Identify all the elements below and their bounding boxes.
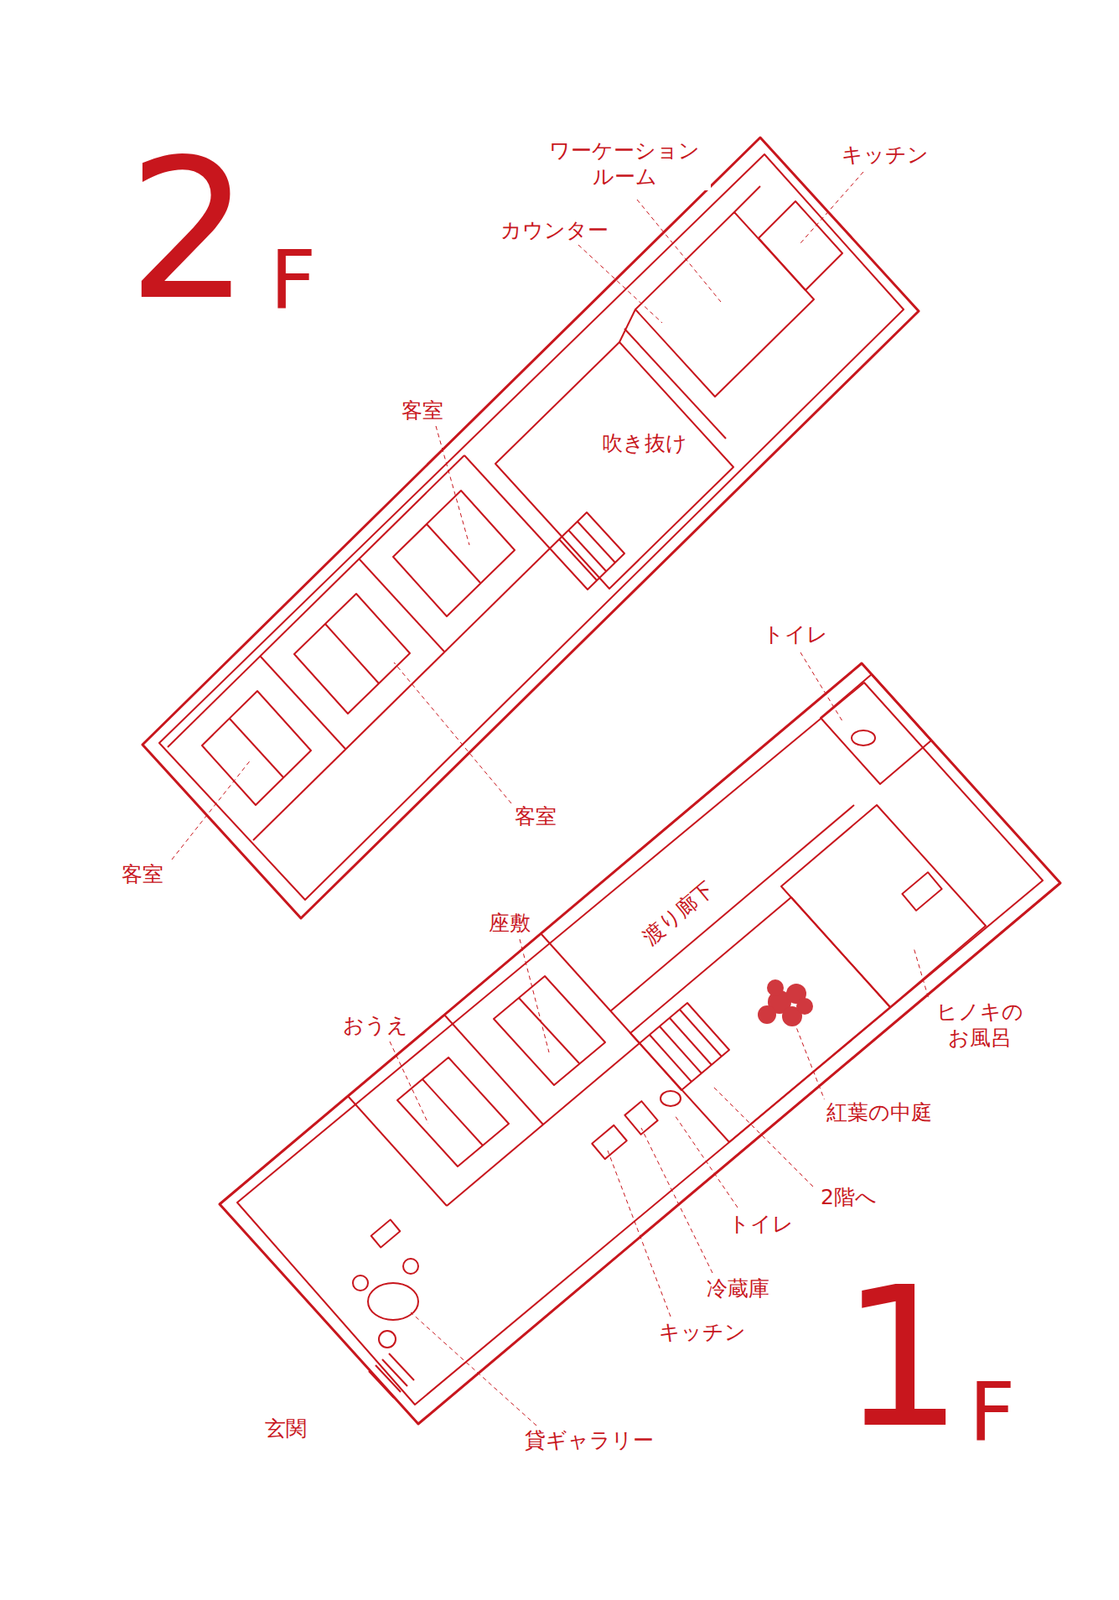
- room-label: 客室: [398, 397, 446, 424]
- room-label: 客室: [512, 802, 560, 829]
- room-label: ヒノキの お風呂: [928, 998, 1031, 1052]
- floor-unit: F: [968, 1372, 1016, 1453]
- room-label: キッチン: [656, 1318, 749, 1345]
- room-label: キッチン: [839, 141, 932, 168]
- room-label: おうえ: [340, 1011, 411, 1038]
- room-label: 座敷: [486, 909, 534, 936]
- floor-unit: F: [269, 240, 317, 322]
- room-label: 冷蔵庫: [704, 1274, 772, 1301]
- room-label: トイレ: [725, 1210, 797, 1237]
- room-label: 渡り廊下: [635, 873, 721, 952]
- room-label: 2階へ: [818, 1183, 880, 1210]
- room-label: 貸ギャラリー: [522, 1426, 657, 1453]
- room-label: カウンター: [497, 217, 612, 244]
- floor-number: 1: [840, 1261, 964, 1455]
- floor-number: 2: [127, 134, 250, 327]
- room-label: 客室: [119, 860, 166, 887]
- room-label: 紅葉の中庭: [823, 1098, 935, 1125]
- room-label: ワーケーション ルーム: [538, 137, 711, 191]
- room-label: トイレ: [760, 621, 831, 648]
- room-label: 玄関: [262, 1414, 310, 1441]
- room-label: 吹き抜け: [599, 429, 690, 456]
